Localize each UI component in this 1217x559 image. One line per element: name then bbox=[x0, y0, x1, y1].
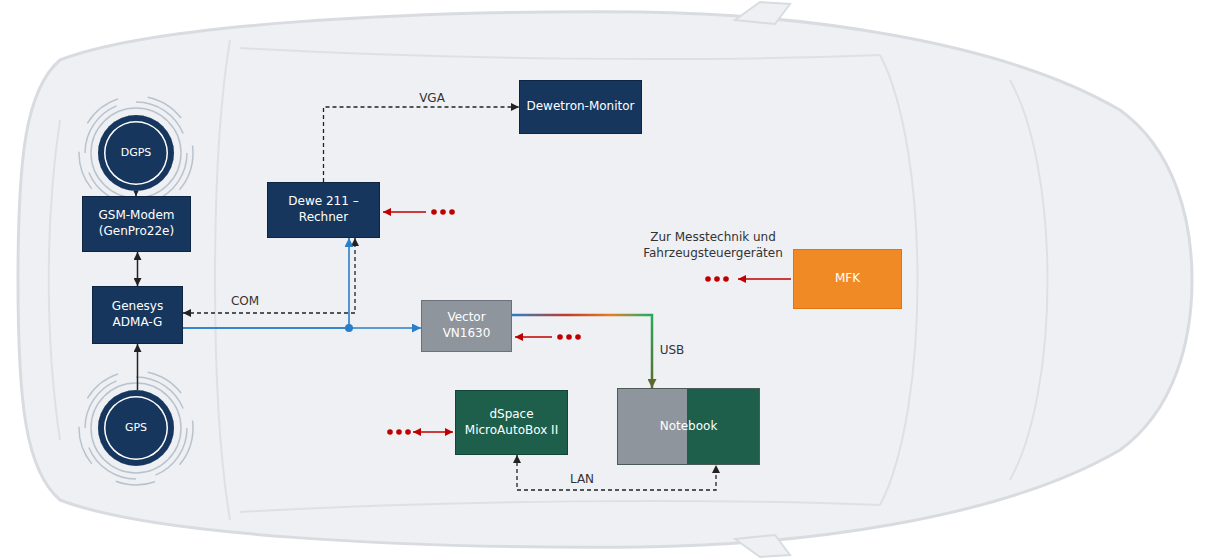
car-body bbox=[18, 2, 1192, 557]
node-text: Vector VN1630 bbox=[428, 310, 505, 341]
connector-label: COM bbox=[228, 294, 262, 308]
connector bbox=[183, 238, 349, 328]
connector bbox=[512, 315, 652, 388]
node-text: DGPS bbox=[121, 146, 152, 160]
note-label: Zur Messtechnik und Fahrzeugsteuergeräte… bbox=[628, 229, 798, 261]
antenna-circle: DGPS bbox=[98, 115, 174, 191]
device-box: Genesys ADMA-G bbox=[92, 286, 183, 344]
connector bbox=[183, 327, 421, 329]
device-box: MFK bbox=[793, 249, 902, 309]
connector-label: LAN bbox=[567, 472, 597, 486]
connector-label: VGA bbox=[416, 91, 448, 105]
device-box: Dewetron-Monitor bbox=[519, 80, 642, 134]
node-text: Notebook bbox=[660, 419, 718, 435]
device-box: GSM-Modem (GenPro22e) bbox=[82, 196, 191, 252]
device-box: dSpace MicroAutoBox II bbox=[455, 390, 568, 455]
node-text: MFK bbox=[835, 271, 860, 287]
antenna-circle: GPS bbox=[98, 390, 174, 466]
node-text: Dewe 211 – Rechner bbox=[274, 194, 373, 225]
node-text: GPS bbox=[125, 421, 147, 435]
device-box: Vector VN1630 bbox=[421, 300, 512, 352]
node-text: GSM-Modem (GenPro22e) bbox=[89, 208, 184, 239]
connector bbox=[324, 107, 520, 182]
connector bbox=[183, 238, 355, 313]
connector bbox=[137, 344, 139, 390]
device-box: Dewe 211 – Rechner bbox=[267, 182, 380, 238]
node-text: Dewetron-Monitor bbox=[526, 99, 634, 115]
node-text: dSpace MicroAutoBox II bbox=[462, 407, 561, 438]
node-text: Genesys ADMA-G bbox=[99, 299, 176, 330]
connector bbox=[137, 252, 139, 286]
antenna-rings bbox=[79, 96, 193, 485]
connector-label: USB bbox=[657, 343, 688, 357]
device-box: Notebook bbox=[617, 388, 760, 465]
